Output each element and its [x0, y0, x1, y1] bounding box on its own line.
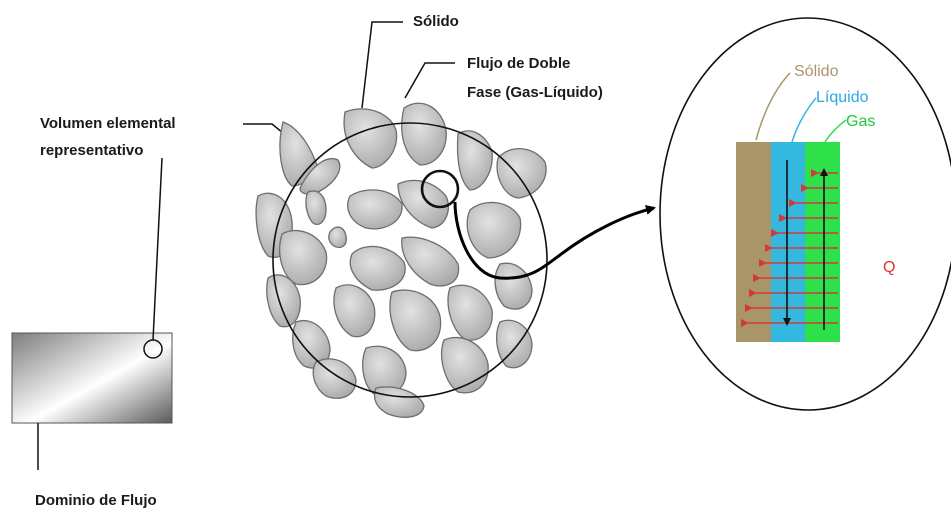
zoom-solido-label: Sólido: [794, 63, 839, 80]
particle: [348, 190, 402, 229]
zoom-liquido-label: Líquido: [816, 89, 869, 106]
solid-particles: [256, 103, 546, 417]
solid-layer: [736, 142, 771, 342]
particle: [329, 227, 347, 247]
particle: [495, 263, 532, 309]
gas-layer: [805, 142, 840, 342]
liquid-layer: [771, 142, 805, 342]
particle: [448, 285, 492, 340]
particle: [497, 149, 546, 198]
particle: [390, 290, 441, 351]
flow-domain: [12, 333, 172, 423]
flujo-label-line2: Fase (Gas-Líquido): [467, 84, 603, 101]
zoom-gas-label: Gas: [846, 113, 875, 130]
volumen-label-line2: representativo: [40, 142, 143, 159]
particle: [402, 237, 459, 286]
particle: [313, 359, 356, 398]
particle: [280, 231, 327, 285]
dominio-label: Dominio de Flujo: [35, 492, 157, 509]
solido-zoom-leader: [756, 73, 790, 140]
particle: [306, 191, 326, 224]
q-label: Q: [883, 259, 895, 276]
volumen-top-leader-line: [243, 124, 283, 133]
volumen-leader-line: [153, 158, 162, 340]
solido-leader-line: [362, 22, 403, 108]
flujo-leader-line: [405, 63, 455, 98]
particle: [375, 387, 425, 417]
liquido-zoom-leader: [792, 98, 816, 142]
particle: [467, 202, 520, 258]
particle: [442, 337, 489, 392]
particle: [344, 109, 397, 168]
volumen-label-line1: Volumen elemental: [40, 115, 176, 132]
solido-label: Sólido: [413, 13, 459, 30]
gas-zoom-leader: [825, 120, 846, 142]
particle: [350, 246, 405, 290]
particle: [402, 103, 447, 165]
flujo-label-line1: Flujo de Doble: [467, 55, 570, 72]
particle: [334, 285, 375, 337]
